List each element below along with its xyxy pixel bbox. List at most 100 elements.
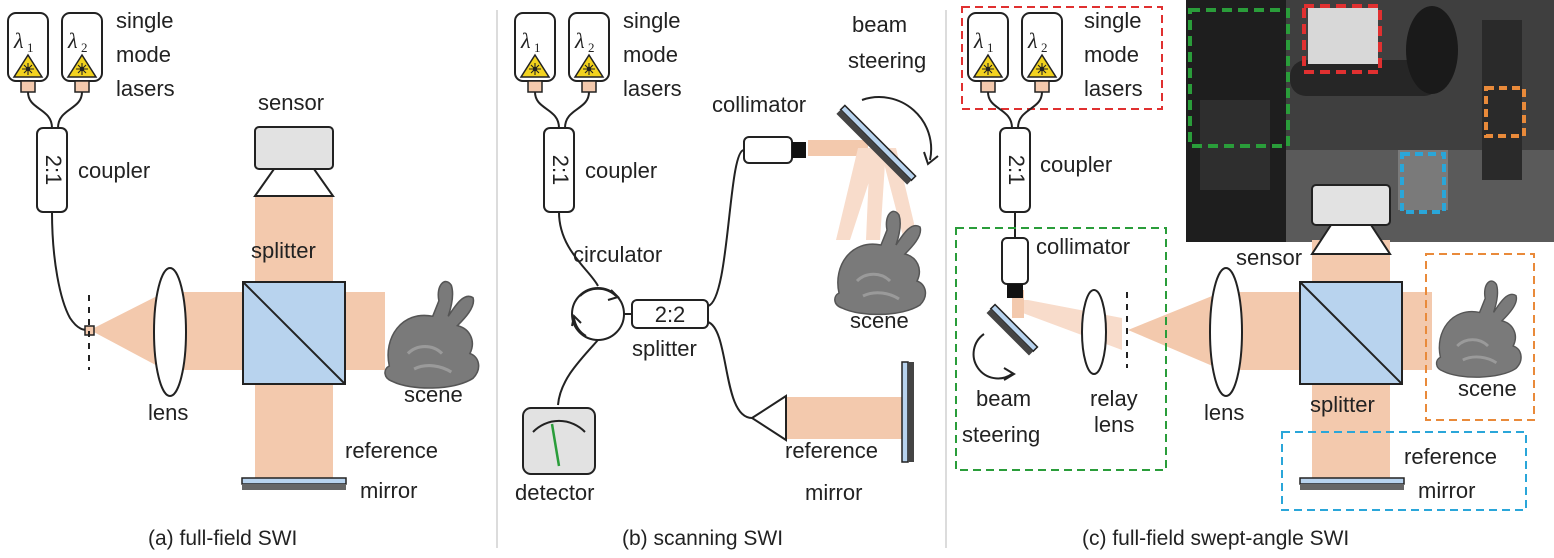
laser1-sub: 1 (27, 40, 34, 55)
sensor-label: sensor (1236, 245, 1302, 270)
laser1-sub: 1 (534, 40, 541, 55)
scan-beam-3 (880, 148, 918, 240)
laser2-symbol: λ (67, 28, 78, 53)
sensor (1311, 184, 1391, 226)
scan-beam-2 (866, 148, 886, 240)
mirror-backing (242, 484, 346, 490)
coupler-ratio: 2:1 (548, 155, 573, 186)
sensor-lens (253, 168, 335, 197)
steering-group-outline (955, 227, 1167, 471)
fiber (27, 91, 83, 129)
splitter-diagonal (1299, 281, 1403, 385)
collimator-label: collimator (1036, 234, 1130, 259)
photo-highlight-orange (1484, 86, 1526, 138)
reference-group-outline (1281, 431, 1527, 511)
laser1-sub: 1 (987, 40, 994, 55)
diverging-beam (1128, 292, 1222, 370)
lasers-label-3: lasers (1084, 76, 1143, 101)
fiber-splitter (631, 299, 709, 329)
lasers-label-1: single (1084, 8, 1141, 33)
collimator (1001, 237, 1029, 285)
coupler-ratio: 2:1 (1004, 155, 1029, 186)
beam-steering-label-1: beam (852, 12, 907, 37)
collimator-label: collimator (712, 92, 806, 117)
photo-highlight-red (1302, 4, 1382, 74)
fiber (51, 211, 89, 331)
reference-beam (786, 397, 906, 439)
fiber (707, 321, 753, 419)
panel-c: λ 1 λ 2 single mode lasers 2:1 coupler c… (955, 0, 1554, 550)
photo-highlight-green (1188, 8, 1290, 148)
mirror-label: mirror (360, 478, 417, 503)
fiber (987, 91, 1043, 129)
relay-lens (1081, 289, 1107, 375)
laser2-sub: 2 (588, 40, 595, 55)
caption-c: (c) full-field swept-angle SWI (1082, 527, 1349, 550)
beam-steering-label-2: steering (848, 48, 926, 73)
lasers-label-2: mode (1084, 42, 1139, 67)
fiber (557, 339, 599, 406)
scene-label: scene (850, 308, 909, 333)
caption-b: (b) scanning SWI (622, 527, 783, 550)
mirror-label: mirror (805, 480, 862, 505)
splitter-label: splitter (632, 336, 697, 361)
scan-beam (808, 140, 868, 156)
lens-label: lens (1204, 400, 1244, 425)
relay-lens-label-1: relay (1090, 386, 1138, 411)
sensor (254, 126, 334, 170)
scene-label: scene (1458, 376, 1517, 401)
panel-a: λ 1 λ 2 single mode lasers 2:1 coupler l… (7, 8, 481, 550)
laser2-sub: 2 (1041, 40, 1048, 55)
reference-label: reference (785, 438, 878, 463)
scanning-mirror (986, 303, 1039, 356)
detector-needle (550, 423, 561, 467)
diverging-beam (90, 292, 165, 370)
lasers-label-1: single (116, 8, 173, 33)
collimator (743, 136, 793, 164)
panel-b: λ 1 λ 2 single mode lasers 2:1 coupler c… (514, 8, 939, 550)
lasers-group-outline (961, 6, 1163, 110)
mirror-backing (1300, 484, 1404, 490)
scene-label: scene (404, 382, 463, 407)
collimator-tip (1007, 284, 1023, 298)
setup-photo (1186, 0, 1554, 242)
sensor-label: sensor (258, 90, 324, 115)
laser1-symbol: λ (973, 28, 984, 53)
caption-a: (a) full-field SWI (148, 527, 297, 550)
relay-lens-label-2: lens (1094, 412, 1134, 437)
circulator-label: circulator (573, 242, 662, 267)
reference-collimator (750, 394, 787, 442)
collimator-tip (792, 142, 806, 158)
coupler-label: coupler (1040, 152, 1112, 177)
mirror-backing (908, 362, 914, 462)
coupler-ratio: 2:1 (41, 155, 66, 186)
reference-label: reference (345, 438, 438, 463)
splitter-diagonal (242, 281, 346, 385)
bunny-scene-icon (1435, 279, 1523, 379)
reference-mirror (241, 477, 347, 485)
splitter-label: splitter (251, 238, 316, 263)
beam-steering-label-1: beam (976, 386, 1031, 411)
lasers-label-2: mode (116, 42, 171, 67)
coupler-label: coupler (78, 158, 150, 183)
detector-dial (532, 419, 586, 433)
beam-steering-label-2: steering (962, 422, 1040, 447)
scanning-mirror (836, 104, 917, 185)
laser2-symbol: λ (574, 28, 585, 53)
scene-group-outline (1425, 253, 1535, 421)
fiber-splitter-ratio: 2:2 (655, 302, 686, 327)
lasers-label-2: mode (623, 42, 678, 67)
laser1-symbol: λ (520, 28, 531, 53)
lens (153, 267, 187, 397)
photo-highlight-blue (1400, 152, 1446, 214)
reference-label: reference (1404, 444, 1497, 469)
lasers-label-3: lasers (623, 76, 682, 101)
splitter-label: splitter (1310, 392, 1375, 417)
rotation-arrow (861, 96, 933, 161)
mirror-label: mirror (1418, 478, 1475, 503)
lens (1209, 267, 1243, 397)
laser2-symbol: λ (1027, 28, 1038, 53)
detector-label: detector (515, 480, 595, 505)
laser2-sub: 2 (81, 40, 88, 55)
